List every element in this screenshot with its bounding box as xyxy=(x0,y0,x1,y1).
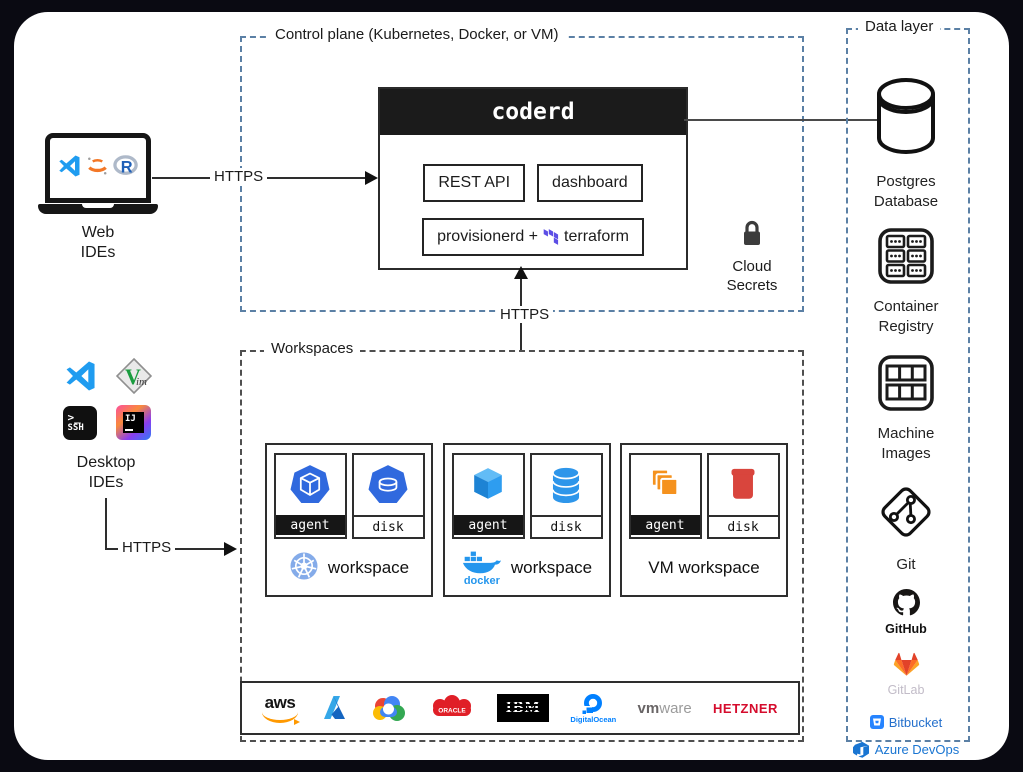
ssh-terminal-icon: >_SSH xyxy=(61,404,98,441)
cloud-secrets: Cloud Secrets xyxy=(716,219,788,296)
git-label: Git xyxy=(896,556,916,573)
hetzner-logo: HETZNER xyxy=(713,700,778,716)
vm-agent-tile: agent xyxy=(628,453,702,539)
provisionerd-box: provisionerd + terraform xyxy=(422,218,644,256)
data-layer-title: Data layer xyxy=(858,18,941,35)
workspaces-group: Workspaces xyxy=(240,340,804,742)
https-line-desktop-vertical xyxy=(105,498,107,550)
web-ides-laptop: R xyxy=(38,133,158,214)
https-label-desktop: HTTPS xyxy=(118,539,176,556)
laptop-base xyxy=(38,204,158,214)
azure-devops-logo: Azure DevOps xyxy=(852,740,960,758)
oracle-logo: ORACLE xyxy=(428,694,476,722)
k8s-agent-tile: agent xyxy=(273,453,347,539)
svg-text:R: R xyxy=(121,158,133,176)
ibm-logo: IBM xyxy=(497,694,550,722)
https-label-web: HTTPS xyxy=(210,168,268,185)
agent-label: agent xyxy=(630,515,700,535)
github-label: GitHub xyxy=(885,621,927,636)
disk-label: disk xyxy=(708,515,778,537)
volume-disk-icon xyxy=(532,455,601,515)
kubernetes-logo xyxy=(289,551,319,586)
digitalocean-logo: DigitalOcean xyxy=(570,693,616,724)
azure-devops-icon xyxy=(852,740,870,758)
postgres-database-label: Postgres Database xyxy=(873,173,939,210)
cloud-providers-bar: aws ORACLE IBM DigitalOcean vmware HETZN… xyxy=(240,681,800,735)
workspace-label: workspace xyxy=(510,558,593,577)
workspace-label: workspace xyxy=(327,558,410,577)
data-layer-content: Postgres Database Container Registry Mac… xyxy=(846,28,966,758)
instances-agent-icon xyxy=(631,455,700,515)
docker-wordmark: docker xyxy=(463,575,500,587)
machine-images-label: Machine Images xyxy=(877,425,935,462)
https-arrowhead-web xyxy=(365,171,378,185)
dashboard-box: dashboard xyxy=(537,164,643,202)
container-registry-icon xyxy=(877,227,935,290)
block-storage-disk-icon xyxy=(709,455,778,515)
disk-label: disk xyxy=(531,515,601,537)
https-arrowhead-workspaces xyxy=(514,266,528,279)
cloud-secrets-label: Cloud Secrets xyxy=(726,258,778,294)
workspaces-title: Workspaces xyxy=(264,340,361,357)
vmware-logo: vmware xyxy=(637,699,692,717)
terraform-label: terraform xyxy=(564,228,629,245)
vscode-icon xyxy=(61,357,98,394)
svg-text:im: im xyxy=(136,376,147,388)
docker-logo: docker xyxy=(462,549,502,587)
disk-label: disk xyxy=(353,515,423,537)
control-plane-title: Control plane (Kubernetes, Docker, or VM… xyxy=(268,26,566,43)
bitbucket-icon xyxy=(869,715,884,729)
kubernetes-workspace-card: agent disk workspace xyxy=(265,443,433,597)
vscode-icon xyxy=(56,153,82,184)
coderd-body: REST API dashboard provisionerd + terraf… xyxy=(380,135,686,256)
data-layer-group: Data layer xyxy=(846,18,970,742)
web-ides-label: Web IDEs xyxy=(80,224,116,261)
lock-icon xyxy=(740,219,764,252)
agent-label: agent xyxy=(453,515,523,535)
github-icon xyxy=(892,588,920,621)
bitbucket-logo: Bitbucket xyxy=(869,714,943,730)
vm-workspace-card: agent disk VM workspace xyxy=(620,443,788,597)
aws-smile-arc xyxy=(262,711,300,725)
desktop-ides-label: Desktop IDEs xyxy=(76,454,136,491)
svg-text:ORACLE: ORACLE xyxy=(438,708,466,715)
https-label-workspaces: HTTPS xyxy=(496,306,554,323)
rest-api-box: REST API xyxy=(423,164,526,202)
docker-disk-tile: disk xyxy=(529,453,603,539)
https-arrowhead-desktop xyxy=(224,542,237,556)
azure-devops-label: Azure DevOps xyxy=(874,741,960,757)
coderd-box: coderd REST API dashboard provisionerd +… xyxy=(378,87,688,270)
jupyter-icon xyxy=(85,153,110,183)
rstudio-icon: R xyxy=(113,154,140,183)
k8s-pod-agent-icon xyxy=(276,455,345,515)
svg-text:V: V xyxy=(125,364,141,389)
docker-agent-tile: agent xyxy=(451,453,525,539)
container-agent-icon xyxy=(454,455,523,515)
bitbucket-label: Bitbucket xyxy=(888,714,943,730)
container-registry-label: Container Registry xyxy=(873,298,939,335)
google-cloud-logo xyxy=(371,695,407,722)
k8s-volume-disk-icon xyxy=(354,455,423,515)
k8s-disk-tile: disk xyxy=(351,453,425,539)
gitlab-label: GitLab xyxy=(887,682,925,697)
git-icon xyxy=(875,481,937,548)
vm-disk-tile: disk xyxy=(706,453,780,539)
intellij-icon: IJ xyxy=(115,404,152,441)
machine-images-icon xyxy=(877,354,935,417)
azure-logo xyxy=(319,694,349,722)
docker-workspace-card: agent disk docker workspace xyxy=(443,443,611,597)
coderd-header: coderd xyxy=(380,89,686,135)
gitlab-icon xyxy=(893,652,920,682)
postgres-database-icon xyxy=(875,72,937,165)
workspace-label: VM workspace xyxy=(648,558,760,577)
terraform-icon xyxy=(543,228,559,246)
agent-label: agent xyxy=(275,515,345,535)
coderd-postgres-line xyxy=(684,119,878,121)
provisionerd-label: provisionerd + xyxy=(437,228,539,245)
aws-logo: aws xyxy=(262,694,300,725)
laptop-screen: R xyxy=(45,133,151,203)
